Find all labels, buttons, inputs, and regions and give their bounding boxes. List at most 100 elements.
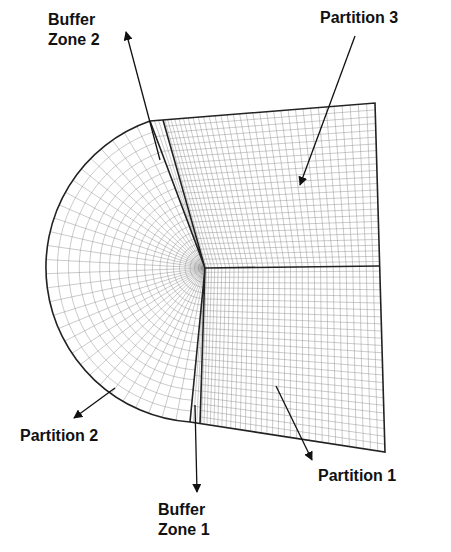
- outer-boundary: [150, 103, 385, 452]
- mesh-line: [197, 234, 379, 239]
- mesh-line: [267, 112, 291, 267]
- mesh-line: [172, 137, 376, 151]
- mesh-line: [202, 347, 382, 360]
- leader-arrow: [276, 386, 312, 460]
- mesh-line: [65, 268, 205, 341]
- mesh-line: [215, 116, 248, 268]
- mesh-line: [203, 328, 382, 338]
- mesh-line: [350, 105, 359, 266]
- arc-boundary: [46, 121, 190, 422]
- mesh-line: [112, 140, 205, 268]
- mesh-line: [202, 359, 383, 375]
- mesh-line: [184, 183, 378, 193]
- leader-arrow: [126, 32, 160, 160]
- mesh-line: [251, 267, 253, 431]
- mesh-line: [73, 180, 205, 268]
- mesh-line: [90, 268, 205, 375]
- mesh-line: [227, 115, 258, 268]
- mesh-line: [179, 164, 377, 175]
- mesh-line: [174, 144, 377, 157]
- mesh-line: [204, 299, 381, 303]
- mesh-line: [201, 391, 384, 413]
- mesh-line: [231, 268, 234, 429]
- mesh-line: [340, 266, 343, 445]
- mesh-line: [273, 267, 274, 434]
- mesh-line: [46, 260, 205, 268]
- mesh-line: [210, 268, 214, 425]
- mesh-line: [267, 267, 268, 434]
- mesh-line: [100, 171, 195, 370]
- mesh-line: [192, 406, 201, 407]
- mesh-line: [50, 232, 205, 268]
- mesh-line: [175, 151, 376, 164]
- mesh-line: [311, 108, 327, 266]
- mesh-line: [201, 385, 383, 406]
- mesh-line: [101, 149, 205, 268]
- mesh-line: [203, 316, 381, 323]
- buffer-zone-boundary: [190, 268, 205, 424]
- part-label: Partition 3: [320, 8, 445, 28]
- mesh-line: [308, 267, 310, 440]
- mesh-line: [189, 203, 378, 211]
- mesh-line: [373, 266, 378, 451]
- mesh-line: [290, 267, 291, 437]
- mesh-line: [366, 266, 370, 450]
- mesh-line: [192, 215, 379, 222]
- mesh-line: [175, 119, 215, 268]
- mesh-line: [50, 268, 205, 302]
- mesh-lines: [46, 104, 385, 451]
- mesh-line: [168, 124, 375, 139]
- mesh-line: [218, 268, 222, 426]
- mesh-line: [318, 108, 333, 267]
- mesh-line: [260, 112, 285, 267]
- leader-arrow: [195, 405, 197, 492]
- mesh-line: [205, 271, 380, 272]
- partition-interface: [205, 266, 380, 268]
- mesh-line: [203, 334, 382, 345]
- mesh-line: [284, 267, 285, 436]
- mesh-line: [204, 311, 382, 317]
- mesh-line: [326, 107, 340, 267]
- mesh-line: [201, 397, 384, 420]
- mesh-line: [342, 106, 353, 267]
- mesh-line: [46, 268, 205, 274]
- mesh-line: [198, 239, 379, 243]
- part-label: Buffer Zone 1: [158, 500, 234, 540]
- leader-arrow: [74, 388, 115, 418]
- mesh-line: [59, 205, 205, 268]
- mesh-line: [295, 109, 314, 266]
- mesh-line: [100, 268, 205, 385]
- mesh-line: [302, 267, 304, 439]
- mesh-line: [214, 268, 218, 426]
- mesh-line: [205, 277, 381, 278]
- mesh-line: [226, 268, 230, 428]
- mesh-line: [334, 106, 346, 266]
- mesh-line: [240, 114, 269, 267]
- mesh-line: [167, 164, 176, 166]
- mesh-line: [170, 130, 376, 144]
- mesh-line: [321, 267, 323, 443]
- mesh-line: [359, 266, 363, 448]
- mesh-line: [156, 135, 168, 137]
- mesh-line: [79, 152, 193, 390]
- mesh-line: [296, 267, 297, 438]
- mesh-line: [303, 109, 321, 267]
- mesh-line: [204, 117, 239, 268]
- part-label: Buffer Zone 2: [48, 10, 124, 50]
- mesh-line: [353, 266, 356, 447]
- mesh-line: [194, 221, 379, 227]
- mesh-line: [204, 293, 381, 296]
- mesh-line: [161, 150, 171, 152]
- mesh-line: [201, 404, 385, 429]
- mesh-line: [177, 157, 377, 169]
- mesh-line: [200, 410, 384, 436]
- mesh-line: [195, 375, 202, 376]
- leader-arrow: [300, 36, 355, 185]
- mesh-line: [90, 161, 194, 379]
- mesh-line: [198, 117, 234, 267]
- mesh-line: [177, 191, 184, 193]
- mesh-line: [346, 266, 349, 446]
- mesh-line: [314, 267, 315, 442]
- mesh-line: [333, 267, 335, 445]
- domain-outline: [46, 103, 385, 452]
